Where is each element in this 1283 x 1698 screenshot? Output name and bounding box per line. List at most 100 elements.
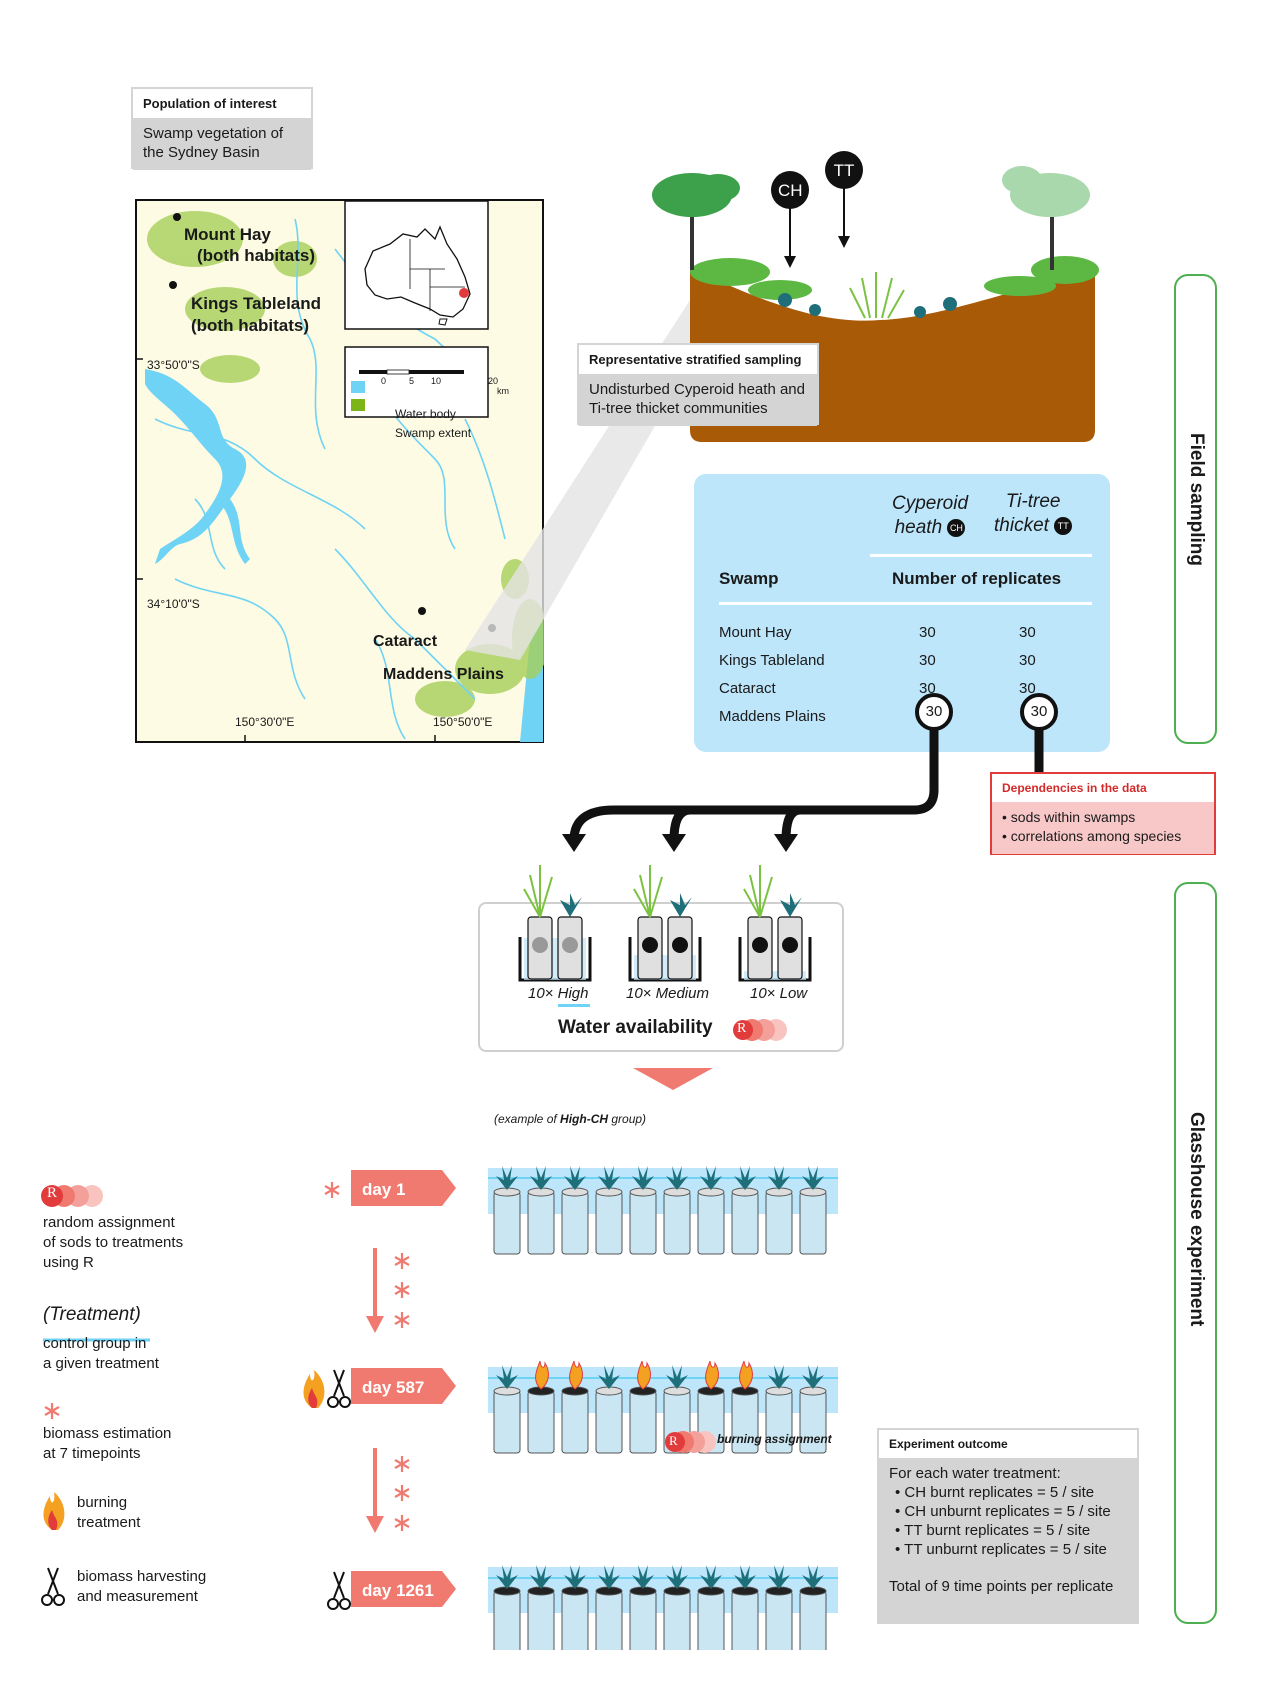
sod-pot	[697, 1191, 725, 1255]
scissors-icon	[327, 1369, 351, 1408]
legend-harvest: biomass harvesting and measurement	[77, 1568, 207, 1605]
ch-30-highlight	[915, 693, 953, 731]
map-site-kings-tableland: Kings Tableland	[191, 294, 322, 313]
outcome-item: • TT burnt replicates = 5 / site	[895, 1522, 1091, 1539]
ch-mini-badge: CH	[947, 518, 966, 537]
sod-pot	[765, 1191, 793, 1255]
fire-icon	[705, 1360, 719, 1390]
site-dot-cataract	[418, 607, 426, 615]
sod-pot	[561, 1590, 589, 1650]
dependency-item: • sods within swamps	[1002, 809, 1136, 825]
sod-pot	[731, 1590, 759, 1650]
outcome-card: Experiment outcome For each water treatm…	[877, 1428, 1139, 1624]
scale-tick-0: 0	[381, 376, 387, 386]
water-group-medium: 10× Medium	[626, 985, 709, 1002]
cyperoid-tuft-icon	[700, 1565, 722, 1589]
cyperoid-tuft-icon	[496, 1365, 518, 1389]
map-lat-label-1: 33°50'0"S	[147, 358, 200, 372]
pot-group-high	[518, 865, 592, 982]
legend-swamp-extent: Swamp extent	[395, 426, 472, 440]
cyperoid-tuft-icon	[530, 1166, 552, 1190]
table-row: Maddens Plains	[719, 708, 826, 725]
cyperoid-tuft-icon	[632, 1565, 654, 1589]
sod-pot	[765, 1590, 793, 1650]
population-card: Population of interest Swamp vegetation …	[131, 87, 313, 170]
sydney-marker	[459, 288, 469, 298]
pot-group-low	[738, 865, 812, 982]
ch-badge-label: CH	[778, 181, 803, 200]
water-availability-title: Water availability	[558, 1017, 713, 1038]
biomass-asterisk-icon	[324, 1182, 410, 1531]
fire-icon	[637, 1360, 651, 1390]
day-1261-banner	[351, 1571, 456, 1607]
cyperoid-tuft-icon	[530, 1565, 552, 1589]
sod-pot	[595, 1390, 623, 1454]
day-1261-label: day 1261	[362, 1581, 434, 1600]
col-header-titree: Ti-tree thicket TT	[994, 490, 1073, 538]
scale-unit: km	[497, 386, 509, 396]
cyperoid-tuft-icon	[598, 1166, 620, 1190]
outcome-total: Total of 9 time points per replicate	[889, 1578, 1114, 1595]
fire-icon	[569, 1360, 583, 1390]
field-sampling-label: Field sampling	[1186, 433, 1207, 567]
cyperoid-tuft-icon	[768, 1565, 790, 1589]
burning-r-label: R	[669, 1433, 678, 1448]
col-header-cyperoid: Cyperoid heath CH	[892, 493, 969, 538]
dependencies-card: Dependencies in the data • sods within s…	[990, 772, 1216, 855]
outcome-item: • TT unburnt replicates = 5 / site	[895, 1541, 1107, 1558]
cyperoid-tuft-icon	[768, 1365, 790, 1389]
tree-icon	[652, 173, 740, 270]
sampling-body-line2: Ti-tree thicket communities	[589, 400, 768, 417]
field-sampling-sidebar	[1174, 274, 1217, 744]
fire-icon	[303, 1370, 325, 1408]
sod-pot	[493, 1590, 521, 1650]
sod-pot	[493, 1191, 521, 1255]
sod-pot	[493, 1390, 521, 1454]
tt-badge-icon	[825, 151, 863, 189]
legend-biomass: biomass estimation at 7 timepoints	[43, 1425, 172, 1462]
water-availability-box	[478, 902, 844, 1052]
sod-pot	[595, 1590, 623, 1650]
outcome-item: • CH unburnt replicates = 5 / site	[895, 1503, 1111, 1520]
sod-pot	[629, 1390, 657, 1454]
tt-30-highlight	[1020, 693, 1058, 731]
map-site-kings-tableland-note: (both habitats)	[191, 316, 310, 335]
table-row: Cataract 30 30	[719, 680, 1036, 697]
sedge-icon	[849, 272, 905, 319]
map-lon-label-2: 150°50'0"E	[433, 715, 493, 729]
cyperoid-tuft-icon	[666, 1565, 688, 1589]
sod-pot	[799, 1191, 827, 1255]
scale-bar	[359, 369, 464, 375]
r-random-icon	[733, 1019, 787, 1041]
cyperoid-tuft-icon	[802, 1166, 824, 1190]
day-587-label: day 587	[362, 1378, 425, 1397]
sod-pot	[561, 1191, 589, 1255]
cyperoid-tuft-icon	[496, 1565, 518, 1589]
cyperoid-tuft-icon	[632, 1166, 654, 1190]
sod-pot	[663, 1590, 691, 1650]
day-587-banner	[351, 1368, 456, 1404]
r-random-icon	[665, 1431, 716, 1453]
example-note: (example of High-CH group)	[494, 1112, 647, 1126]
legend-r-label: R	[47, 1185, 58, 1201]
tt-badge-label: TT	[833, 161, 855, 180]
dependencies-title: Dependencies in the data	[992, 774, 1214, 802]
pot-group-medium	[628, 865, 702, 982]
cyperoid-tuft-icon	[564, 1166, 586, 1190]
site-dot-mount-hay	[173, 213, 181, 221]
legend-water-body: Water body	[395, 407, 456, 421]
fire-icon	[43, 1492, 65, 1530]
scale-tick-20: 20	[488, 376, 499, 386]
fire-icon	[739, 1360, 753, 1390]
water-group-low: 10× Low	[750, 985, 808, 1002]
sod-pot	[527, 1590, 555, 1650]
sampling-body-line1: Undisturbed Cyperoid heath and	[589, 381, 805, 398]
scissors-icon	[327, 1571, 351, 1610]
legend-burning: burning treatment	[77, 1494, 141, 1531]
sod-pot	[629, 1590, 657, 1650]
maddens-ch-value: 30	[925, 703, 943, 720]
legend-treatment-body: control group in a given treatment	[43, 1335, 159, 1372]
sod-pot	[799, 1590, 827, 1650]
cyperoid-tuft-icon	[778, 293, 957, 318]
cyperoid-tuft-icon	[700, 1166, 722, 1190]
